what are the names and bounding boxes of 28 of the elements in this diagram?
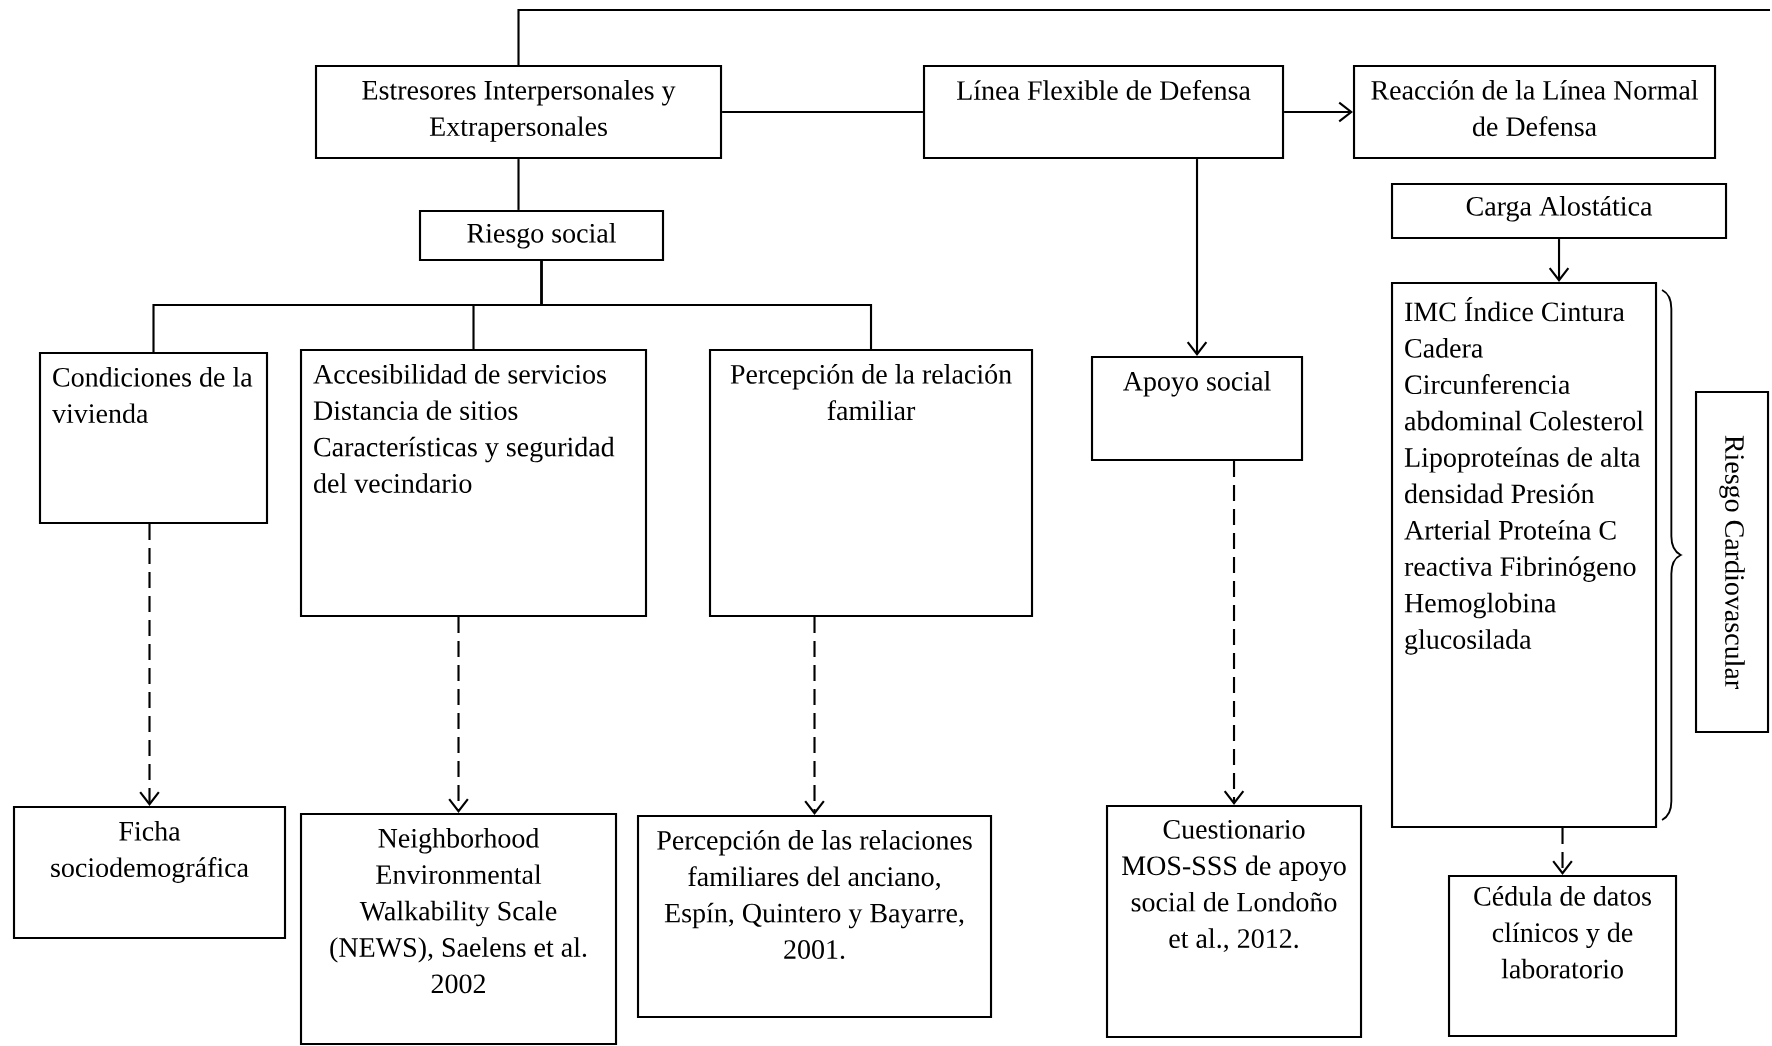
arrow [1548,239,1570,282]
text-box: Ficha sociodemográfica [12,805,287,940]
arrow [139,524,160,806]
text-box: Percepción de la relación familiar [708,348,1034,618]
arrow [804,617,825,815]
arrow [448,617,469,813]
arrow [1284,101,1353,123]
text-box: Neighborhood Environmental Walkability Scale (NEWS), Saelens et al. 2002 [299,812,618,1046]
arrow [1223,461,1245,805]
text-box: Riesgo social [418,209,665,262]
connector-line [517,8,1771,65]
connector-line [540,261,873,349]
text-box: Apoyo social [1090,355,1304,462]
text-box: Cédula de datos clínicos y de laboratorio [1447,874,1678,1038]
connector-line [517,159,520,210]
connector-line [722,110,923,114]
text-box: Reacción de la Línea Normal de Defensa [1352,64,1717,160]
text-box: Condiciones de la vivienda [38,351,269,525]
text-box: Accesibilidad de servicios Distancia de sitios Características y seguridad del vecindario [299,348,648,618]
text-box: Carga Alostática [1390,182,1728,240]
text-box: Cuestionario MOS-SSS de apoyo social de Londoño et al., 2012. [1105,804,1363,1039]
arrow [1186,159,1208,356]
text-box: IMC Índice Cintura Cadera Circunferencia abdominal Colesterol Lipoproteínas de alta densidad Presión Arterial Proteína C reactiva Fibrinógeno Hemoglobina glucosilada [1390,281,1658,829]
text-box: Línea Flexible de Defensa [922,64,1285,160]
text-box: Percepción de las relaciones familiares del anciano, Espín, Quintero y Bayarre, 2001. [636,814,993,1019]
arrow [1552,828,1573,875]
label-box: Riesgo Cardiovascular [1694,390,1770,734]
text-box: Estresores Interpersonales y Extrapersonales [314,64,723,160]
